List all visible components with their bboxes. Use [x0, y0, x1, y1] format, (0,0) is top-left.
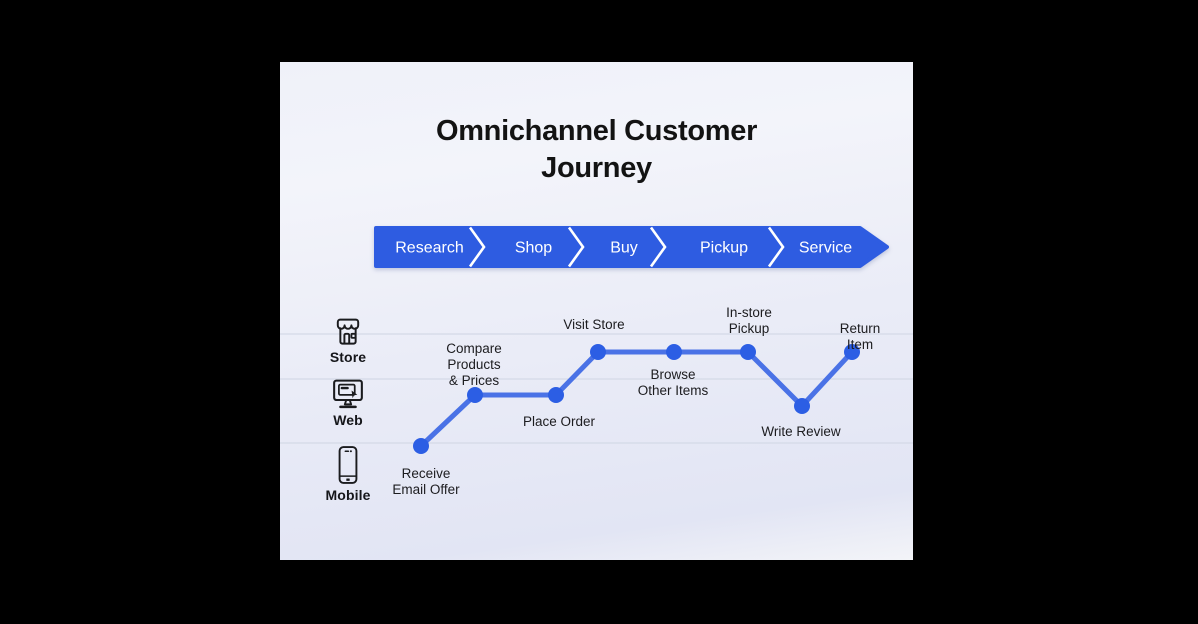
lane-mobile: Mobile	[308, 445, 388, 503]
stage-separator-chevron	[567, 226, 585, 268]
journey-label-return-item: Return Item	[839, 321, 881, 352]
journey-label-write-review: Write Review	[761, 424, 841, 439]
lane-web: Web	[308, 375, 388, 428]
journey-label-visit-store: Visit Store	[563, 317, 625, 332]
journey-point-write-review	[794, 398, 810, 414]
stage-label-buy: Buy	[610, 240, 638, 257]
journey-line-chart-svg	[280, 333, 913, 454]
journey-point-in-store-pickup	[740, 344, 756, 360]
stage-label-research: Research	[395, 240, 463, 257]
page-title: Omnichannel Customer Journey	[280, 113, 913, 187]
stage-label-pickup: Pickup	[700, 240, 748, 257]
page-title-text: Omnichannel Customer Journey	[435, 115, 758, 184]
storefront-icon	[336, 318, 360, 345]
journey-label-place-order: Place Order	[522, 414, 596, 429]
stage-label-shop: Shop	[515, 240, 552, 257]
journey-label-receive-email-offer: Receive Email Offer	[392, 466, 460, 497]
journey-point-visit-store	[590, 344, 606, 360]
lane-store: Store	[308, 314, 388, 365]
journey-stage-bar-svg: Research Shop Buy Pickup Service	[374, 226, 889, 268]
journey-label-in-store-pickup: In-store Pickup	[726, 305, 772, 336]
journey-infographic-card: Omnichannel Customer Journey Research Sho…	[280, 62, 913, 560]
journey-label-compare-products-prices: Compare Products & Prices	[446, 341, 502, 388]
journey-label-browse-other-items: Browse Other Items	[637, 367, 709, 398]
lane-label-web: Web	[333, 412, 363, 428]
lane-label-store: Store	[329, 349, 367, 365]
stage-bar-shape	[374, 226, 889, 268]
journey-point-browse-other-items	[666, 344, 682, 360]
journey-point-return-item	[844, 344, 860, 360]
journey-point-receive-email-offer	[413, 438, 429, 454]
journey-point-place-order	[548, 387, 564, 403]
stage-label-service: Service	[799, 240, 852, 257]
journey-point-compare-products-prices	[467, 387, 483, 403]
smartphone-icon	[338, 446, 358, 484]
stage-separator-chevron	[767, 226, 785, 268]
desktop-monitor-icon	[333, 379, 363, 409]
journey-stage-bar: Research Shop Buy Pickup Service	[373, 224, 893, 270]
journey-line	[418, 349, 855, 449]
lane-label-mobile: Mobile	[325, 487, 371, 503]
stage-separator-chevron	[468, 226, 486, 268]
stage-separator-chevron	[649, 226, 667, 268]
